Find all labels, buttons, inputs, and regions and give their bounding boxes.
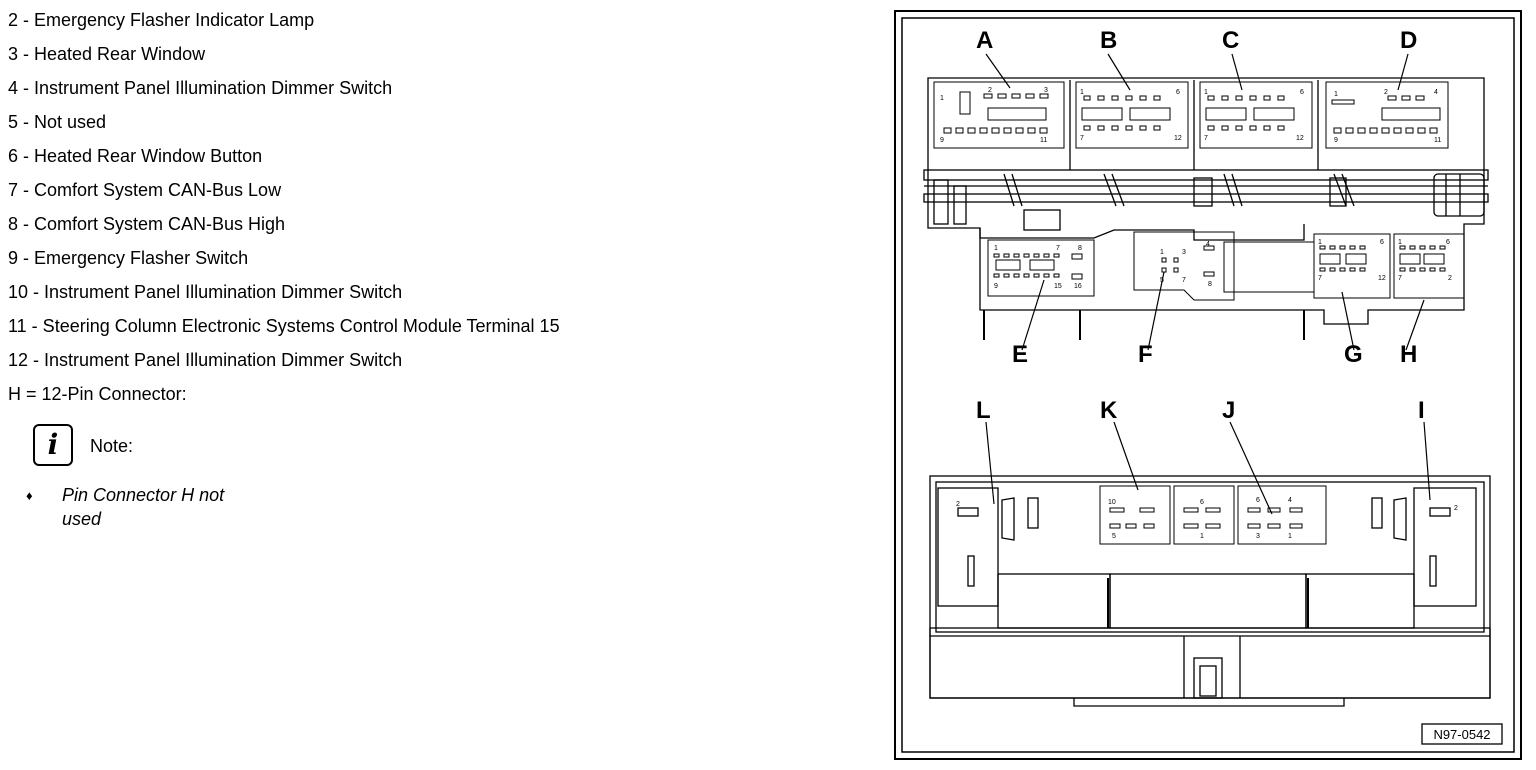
- pin-label: 2: [988, 87, 992, 94]
- label-a: A: [976, 27, 993, 54]
- pin-label: 2: [1454, 505, 1458, 512]
- pin-label: 5: [1112, 533, 1116, 540]
- pin-label: 9: [1334, 137, 1338, 144]
- legend-heading: H = 12-Pin Connector:: [8, 384, 187, 404]
- pin-label: 6: [1300, 89, 1304, 96]
- pin-label: 11: [1040, 137, 1047, 144]
- pin-label: 9: [994, 283, 998, 290]
- connector-j: [1237, 485, 1327, 545]
- connector-a: [933, 81, 1065, 149]
- cable-plug: [1433, 173, 1485, 217]
- pin-label: 7: [1080, 135, 1084, 142]
- pin-label: 4: [1434, 89, 1438, 96]
- label-h: H: [1400, 341, 1417, 368]
- pin-label: 11: [1434, 137, 1441, 144]
- pin-label: 7: [1318, 275, 1322, 282]
- connector-g: [1313, 233, 1391, 299]
- label-j: J: [1222, 397, 1235, 424]
- connector-e: [987, 239, 1095, 297]
- note-text: Pin Connector H not used: [62, 485, 225, 529]
- bottom-connector-assembly: [929, 475, 1491, 707]
- connector-diagram: 1 2 3 9 11 1 6 7 12 1 6 7 12 1 2 4 9 11: [894, 10, 1522, 760]
- pin-label: 1: [1398, 239, 1402, 246]
- connector-d: [1325, 81, 1449, 149]
- label-c: C: [1222, 27, 1239, 54]
- rail-lower: [923, 193, 1489, 203]
- pin-label: 10: [1108, 499, 1116, 506]
- pin-label: 8: [1078, 245, 1082, 252]
- label-g: G: [1344, 341, 1363, 368]
- pin-label: 1: [1160, 249, 1164, 256]
- connector-drawing: 1 2 3 9 11 1 6 7 12 1 6 7 12 1 2 4 9 11: [894, 10, 1522, 760]
- label-b: B: [1100, 27, 1117, 54]
- label-i: I: [1418, 397, 1425, 424]
- pin-label: 6: [1200, 499, 1204, 506]
- pin-label: 1: [1200, 533, 1204, 540]
- pin-label: 7: [1182, 277, 1186, 284]
- pin-label: 6: [1446, 239, 1450, 246]
- connector-c: [1199, 81, 1313, 149]
- rail-upper: [923, 169, 1489, 181]
- pin-label: 12: [1174, 135, 1182, 142]
- pin-label: 1: [1334, 91, 1338, 98]
- connector-k: [1099, 485, 1235, 545]
- pin-label: 6: [1256, 497, 1260, 504]
- pin-label: 4: [1288, 497, 1292, 504]
- pin-label: 6: [1380, 239, 1384, 246]
- pin-label: 1: [1204, 89, 1208, 96]
- pin-label: 4: [1206, 241, 1210, 248]
- pin-label: 1: [1080, 89, 1084, 96]
- legend-item: 3 - Heated Rear Window: [8, 44, 206, 64]
- label-e: E: [1012, 341, 1028, 368]
- pin-label: 6: [1176, 89, 1180, 96]
- legend-item: 11 - Steering Column Electronic Systems …: [8, 316, 560, 336]
- label-d: D: [1400, 27, 1417, 54]
- pin-label: 12: [1378, 275, 1386, 282]
- pin-label: 7: [1398, 275, 1402, 282]
- legend-item: 5 - Not used: [8, 112, 107, 132]
- label-k: K: [1100, 397, 1118, 424]
- pin-label: 2: [1448, 275, 1452, 282]
- pin-label: 8: [1208, 281, 1212, 288]
- pin-label: 15: [1054, 283, 1062, 290]
- pin-label: 3: [1044, 87, 1048, 94]
- inner-frame: [901, 17, 1515, 753]
- legend-item: 10 - Instrument Panel Illumination Dimme…: [8, 282, 403, 302]
- reference-number: N97-0542: [1433, 727, 1490, 742]
- pin-label: 9: [940, 137, 944, 144]
- connector-b: [1075, 81, 1189, 149]
- pin-label: 2: [1384, 89, 1388, 96]
- note-label: Note:: [90, 436, 134, 456]
- top-connector-assembly: [923, 77, 1489, 340]
- pin-label: 7: [1056, 245, 1060, 252]
- legend-item: 6 - Heated Rear Window Button: [8, 146, 263, 166]
- pin-label: 1: [994, 245, 998, 252]
- diamond-bullet-icon: ♦: [26, 488, 33, 503]
- leader-lines-top: [985, 53, 1425, 351]
- pin-label: 16: [1074, 283, 1082, 290]
- outer-frame: [894, 10, 1522, 760]
- pin-label: 7: [1204, 135, 1208, 142]
- pin-label: 3: [1256, 533, 1260, 540]
- pin-label: 3: [1182, 249, 1186, 256]
- pin-label: 12: [1296, 135, 1304, 142]
- pin-label: 1: [940, 95, 944, 102]
- info-icon: i: [33, 424, 73, 466]
- pin-label: 2: [956, 501, 960, 508]
- connector-h: [1393, 233, 1465, 299]
- legend-item: 2 - Emergency Flasher Indicator Lamp: [8, 10, 315, 30]
- legend-item: 4 - Instrument Panel Illumination Dimmer…: [8, 78, 393, 98]
- reference-box: [1421, 723, 1503, 745]
- label-l: L: [976, 397, 991, 424]
- pin-label: 1: [1318, 239, 1322, 246]
- pin-label: 1: [1288, 533, 1292, 540]
- legend-item: 9 - Emergency Flasher Switch: [8, 248, 249, 268]
- legend-item: 7 - Comfort System CAN-Bus Low: [8, 180, 282, 200]
- legend-item: 8 - Comfort System CAN-Bus High: [8, 214, 286, 234]
- leader-lines-bottom: [985, 421, 1431, 515]
- legend-item: 12 - Instrument Panel Illumination Dimme…: [8, 350, 403, 370]
- label-f: F: [1138, 341, 1153, 368]
